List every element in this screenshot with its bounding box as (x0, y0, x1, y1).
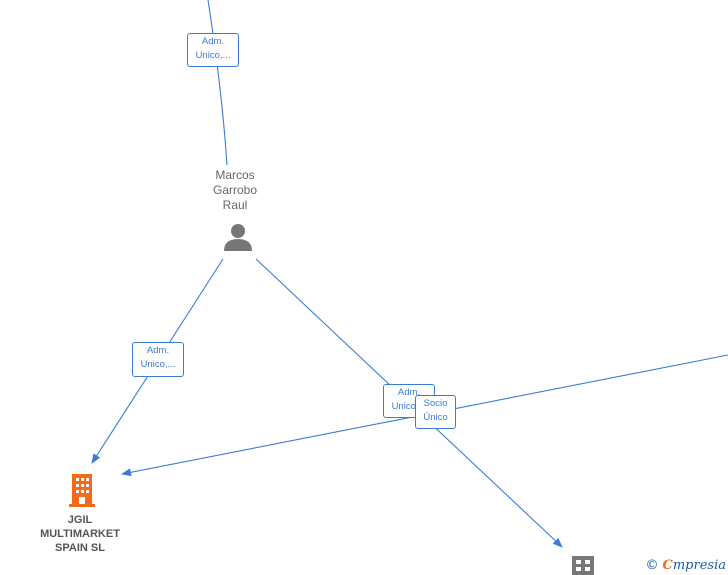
brand-name: mpresia (672, 558, 726, 573)
edge-label-line: Unico,... (391, 401, 427, 412)
person-name-line: Raul (222, 198, 248, 212)
person-name-line: Garrobo (212, 183, 258, 197)
building-icon[interactable] (66, 472, 98, 508)
edge-label-line: Unico,... (140, 359, 176, 370)
edge-label-adm-top[interactable]: Adm. Unico,... (187, 33, 239, 67)
edge-label-line: Socio (423, 398, 448, 409)
empresia-watermark: ©Cmpresia (646, 558, 727, 573)
company-name-line: JGIL (67, 514, 93, 526)
edge-label-line: Unico,... (195, 50, 231, 61)
company-name-jgil[interactable]: JGIL MULTIMARKET SPAIN SL (25, 513, 135, 555)
company-name-line: MULTIMARKET (40, 528, 120, 540)
edge-label-line: Adm. (201, 36, 225, 47)
person-name[interactable]: Marcos Garrobo Raul (190, 168, 280, 213)
copyright-symbol: © (645, 558, 659, 573)
edge-label-line: Único (423, 412, 448, 423)
edge-label-line: Adm. (397, 387, 421, 398)
edge-label-socio[interactable]: Socio Único (415, 395, 456, 429)
brand-initial: C (662, 558, 673, 573)
edge-top-to-person (207, 0, 228, 166)
person-icon[interactable] (222, 222, 254, 252)
edge-label-adm-left[interactable]: Adm. Unico,... (132, 342, 184, 377)
person-name-line: Marcos (215, 168, 255, 182)
building-icon[interactable] (570, 556, 596, 575)
edge-label-line: Adm. (146, 345, 170, 356)
company-name-line: SPAIN SL (55, 542, 105, 554)
